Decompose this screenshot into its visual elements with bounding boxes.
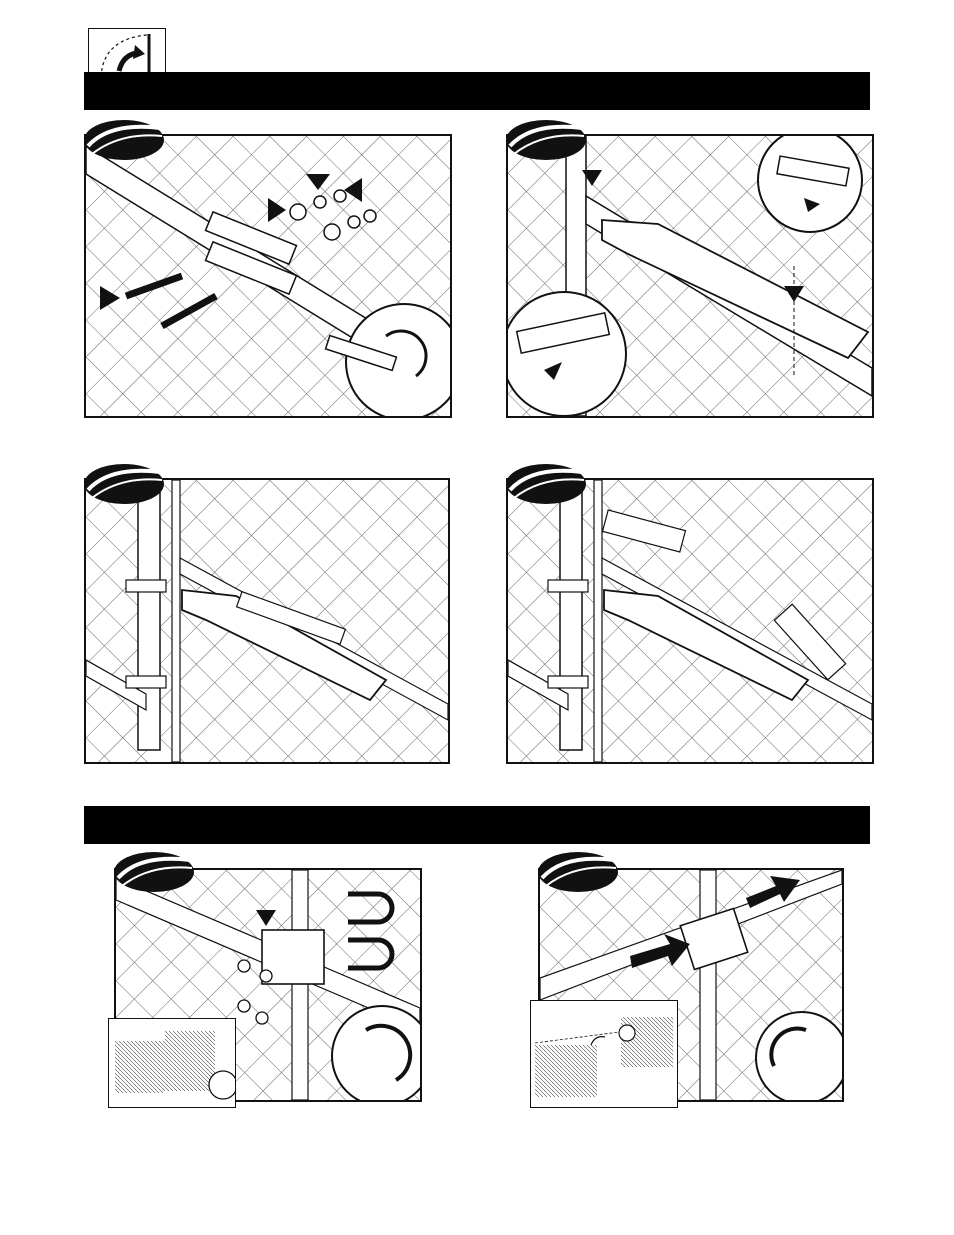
opener-mounted-illustration: [86, 480, 448, 762]
step-badge-icon: [534, 848, 620, 901]
step-badge-icon: [110, 848, 196, 901]
inset-gate-alignment-view: [530, 1000, 678, 1108]
step-panel-bracket-bolt-assembly: [84, 134, 452, 418]
section-header-bar-top: [84, 72, 870, 110]
step-badge-icon: [502, 460, 588, 513]
step-panel-opener-covers-removed: [506, 478, 874, 764]
opener-covers-illustration: [508, 480, 872, 762]
step-badge-icon: [80, 116, 166, 169]
step-badge-icon: [502, 116, 588, 169]
step-panel-opener-pin-attachment: [506, 134, 874, 418]
section-header-bar-bottom: [84, 806, 870, 844]
step-badge-icon: [80, 460, 166, 513]
step-panel-opener-mounted: [84, 478, 450, 764]
bracket-bolt-illustration: [86, 136, 450, 416]
inset-gate-corner-view: [108, 1018, 236, 1108]
opener-pin-illustration: [508, 136, 872, 416]
